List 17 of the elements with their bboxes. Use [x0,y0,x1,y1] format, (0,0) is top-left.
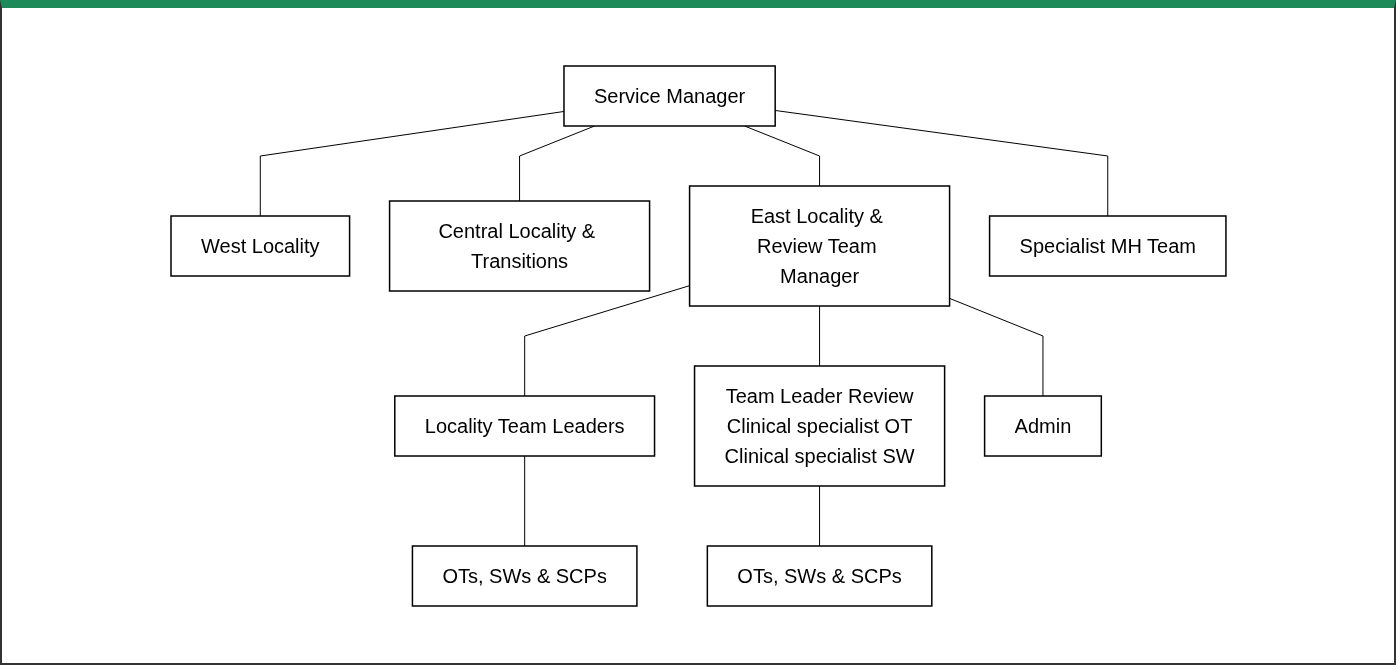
connector [774,109,1108,216]
connector [818,485,820,546]
node-box: Admin [983,394,1102,457]
node-box: Specialist MH Team [988,214,1227,277]
node-box: Locality Team Leaders [393,394,655,457]
connector [523,455,525,546]
node-box: OTs, SWs & SCPs [411,544,638,607]
node-box: West Locality [169,214,350,277]
node-box: East Locality & Review Team Manager [688,184,950,307]
node-box: OTs, SWs & SCPs [706,544,933,607]
connector [818,305,820,366]
node-box: Team Leader Review Clinical specialist OT Clinical specialist SW [693,364,945,487]
connector [259,110,564,216]
node-box: Service Manager [562,64,776,127]
connector [518,125,595,201]
node-box: Central Locality & Transitions [388,199,650,292]
connector [523,284,690,396]
